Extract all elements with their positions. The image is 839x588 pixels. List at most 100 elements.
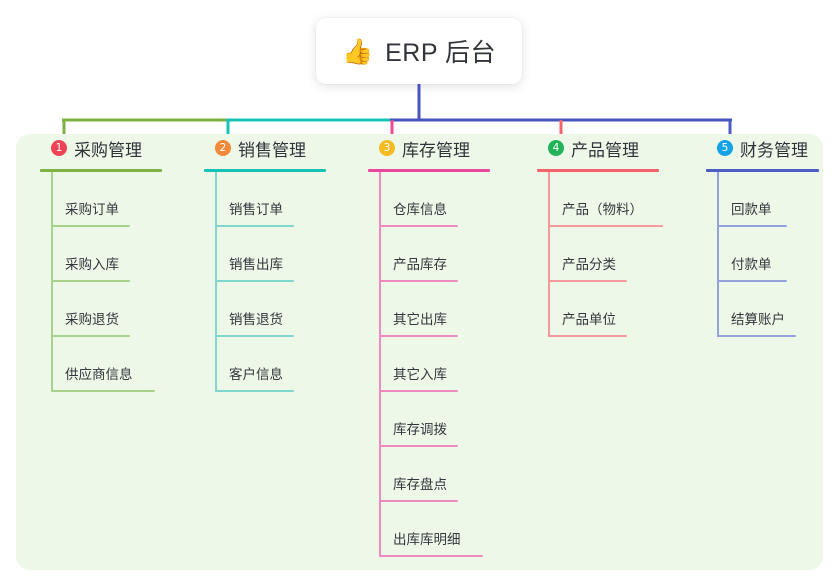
branch-number-badge: 4 [548, 140, 564, 156]
branch-underline-bar [368, 169, 490, 172]
branch-item[interactable]: 产品（物料） [537, 172, 705, 227]
branch-item-rule [215, 390, 294, 392]
branch-column: 4 产品管理产品（物料） 产品分类产品单位 [537, 134, 705, 337]
branch-item-rule [379, 225, 458, 227]
branch-number-badge: 5 [717, 140, 733, 156]
branches-panel: 1 采购管理采购订单采购入库采购退货供应商信息 2 销售管理销售订单销售出库销售退货客… [16, 134, 823, 570]
branch-spine [215, 172, 217, 392]
branch-item-list: 销售订单销售出库销售退货客户信息 [204, 172, 364, 392]
branch-item[interactable]: 回款单 [706, 172, 839, 227]
branch-item[interactable]: 库存调拨 [368, 392, 528, 447]
thumbs-up-icon: 👍 [341, 36, 374, 66]
branch-item-rule [717, 225, 787, 227]
branch-item-label: 客户信息 [229, 367, 283, 382]
branch-header[interactable]: 5 财务管理 [717, 134, 839, 162]
branch-column: 2 销售管理销售订单销售出库销售退货客户信息 [204, 134, 364, 392]
branch-header[interactable]: 2 销售管理 [215, 134, 364, 162]
branch-underline-bar [706, 169, 819, 172]
root-node-card[interactable]: 👍 ERP 后台 [316, 18, 522, 84]
branch-header[interactable]: 1 采购管理 [51, 134, 200, 162]
branch-item-label: 产品单位 [562, 312, 616, 327]
branch-title: 财务管理 [740, 140, 808, 160]
branch-item[interactable]: 销售出库 [204, 227, 364, 282]
branch-item-list: 采购订单采购入库采购退货供应商信息 [40, 172, 200, 392]
branch-item-rule [215, 280, 294, 282]
branch-spine [379, 172, 381, 557]
branch-spine [51, 172, 53, 392]
branch-item[interactable]: 采购订单 [40, 172, 200, 227]
branch-item[interactable]: 结算账户 [706, 282, 839, 337]
branch-item[interactable]: 出库库明细 [368, 502, 528, 557]
page-title: ERP 后台 [385, 39, 497, 67]
branch-item[interactable]: 其它出库 [368, 282, 528, 337]
branch-item-list: 产品（物料） 产品分类产品单位 [537, 172, 705, 337]
branch-underline-bar [537, 169, 659, 172]
branch-item-label: 回款单 [731, 202, 772, 217]
branch-item-label: 出库库明细 [393, 532, 461, 547]
branch-item-label: 产品库存 [393, 257, 447, 272]
branch-item-label: 库存调拨 [393, 422, 447, 437]
branch-item-rule [379, 335, 458, 337]
branch-item-rule [215, 225, 294, 227]
branch-header[interactable]: 3 库存管理 [379, 134, 528, 162]
branch-item-rule [51, 280, 130, 282]
branch-item-rule [548, 225, 663, 227]
branch-item[interactable]: 客户信息 [204, 337, 364, 392]
branch-item-label: 采购入库 [65, 257, 119, 272]
branch-item[interactable]: 销售订单 [204, 172, 364, 227]
branch-item-label: 库存盘点 [393, 477, 447, 492]
branch-number-badge: 1 [51, 140, 67, 156]
branch-item-rule [51, 225, 130, 227]
branch-item[interactable]: 销售退货 [204, 282, 364, 337]
branch-item-rule [379, 555, 483, 557]
branch-header[interactable]: 4 产品管理 [548, 134, 705, 162]
branch-item-list: 仓库信息产品库存其它出库其它入库库存调拨库存盘点出库库明细 [368, 172, 528, 557]
branch-number-badge: 2 [215, 140, 231, 156]
branch-item-label: 产品分类 [562, 257, 616, 272]
branch-title: 采购管理 [74, 140, 142, 160]
branch-item-rule [379, 445, 458, 447]
branch-item-label: 仓库信息 [393, 202, 447, 217]
branch-item-label: 供应商信息 [65, 367, 133, 382]
branch-item-rule [51, 335, 130, 337]
branch-spine [548, 172, 550, 337]
branch-item-label: 采购退货 [65, 312, 119, 327]
branch-item[interactable]: 采购退货 [40, 282, 200, 337]
branch-item[interactable]: 产品单位 [537, 282, 705, 337]
branch-column: 5 财务管理回款单付款单结算账户 [706, 134, 839, 337]
branch-item[interactable]: 付款单 [706, 227, 839, 282]
branch-item-label: 其它出库 [393, 312, 447, 327]
branch-title: 销售管理 [238, 140, 306, 160]
branch-item-rule [548, 335, 627, 337]
branch-item-label: 产品（物料） [562, 202, 643, 217]
branch-item-label: 付款单 [731, 257, 772, 272]
branch-item[interactable]: 其它入库 [368, 337, 528, 392]
branch-item-rule [717, 280, 787, 282]
branch-item[interactable]: 产品库存 [368, 227, 528, 282]
branch-item-label: 其它入库 [393, 367, 447, 382]
branch-item-rule [379, 390, 458, 392]
branch-item-rule [379, 280, 458, 282]
branch-item[interactable]: 库存盘点 [368, 447, 528, 502]
branch-item-label: 销售出库 [229, 257, 283, 272]
branch-item[interactable]: 采购入库 [40, 227, 200, 282]
branch-item-label: 销售退货 [229, 312, 283, 327]
branch-item-list: 回款单付款单结算账户 [706, 172, 839, 337]
branch-item-rule [215, 335, 294, 337]
branch-column: 1 采购管理采购订单采购入库采购退货供应商信息 [40, 134, 200, 392]
branch-item-label: 采购订单 [65, 202, 119, 217]
branch-item-rule [379, 500, 458, 502]
branch-number-badge: 3 [379, 140, 395, 156]
branch-item[interactable]: 仓库信息 [368, 172, 528, 227]
branch-spine [717, 172, 719, 337]
branch-underline-bar [204, 169, 326, 172]
branch-item-rule [717, 335, 796, 337]
branch-item[interactable]: 产品分类 [537, 227, 705, 282]
branch-item-label: 结算账户 [731, 312, 785, 327]
branch-underline-bar [40, 169, 162, 172]
branch-title: 产品管理 [571, 140, 639, 160]
branch-item-rule [51, 390, 155, 392]
branch-item[interactable]: 供应商信息 [40, 337, 200, 392]
branch-title: 库存管理 [402, 140, 470, 160]
